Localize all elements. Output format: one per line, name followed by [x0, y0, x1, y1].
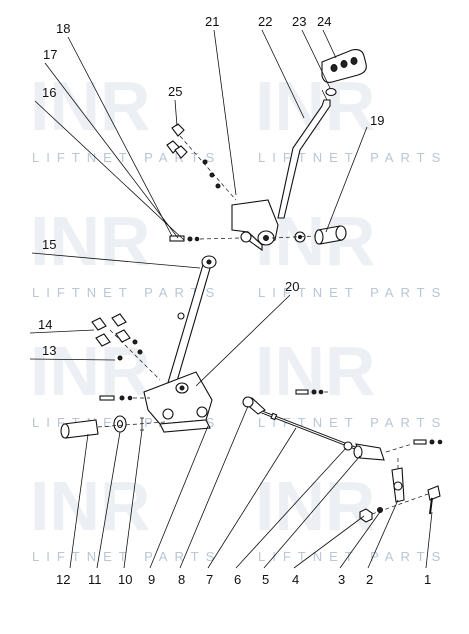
callout-8: 8 — [178, 572, 185, 587]
callout-20: 20 — [285, 279, 299, 294]
part-arm-2 — [391, 458, 405, 503]
watermark-caption: LIFTNET PARTS — [258, 415, 447, 430]
callout-7: 7 — [206, 572, 213, 587]
callout-12: 12 — [56, 572, 70, 587]
part-pin-right — [385, 439, 443, 453]
callout-2: 2 — [366, 572, 373, 587]
callout-6: 6 — [234, 572, 241, 587]
callout-1: 1 — [424, 572, 431, 587]
watermark-logo: INR INR INR INR INR INR INR INR — [30, 67, 376, 545]
svg-text:INR: INR — [30, 467, 151, 545]
callout-14: 14 — [38, 317, 52, 332]
svg-text:INR: INR — [255, 67, 376, 145]
part-bolt-set-14 — [91, 313, 161, 381]
part-lever-rod — [277, 89, 331, 219]
watermark-caption: LIFTNET PARTS — [258, 549, 447, 564]
part-lever-bracket — [231, 199, 279, 252]
svg-text:INR: INR — [30, 67, 151, 145]
part-handle-grip — [321, 49, 367, 83]
part-pin-12 — [60, 419, 99, 439]
svg-text:INR: INR — [30, 202, 151, 280]
callout-4: 4 — [292, 572, 299, 587]
svg-text:INR: INR — [255, 332, 376, 410]
callout-11: 11 — [88, 572, 102, 587]
callout-19: 19 — [370, 113, 384, 128]
part-nut-4 — [359, 508, 373, 523]
watermark-caption: LIFTNET PARTS — [258, 150, 447, 165]
callout-24: 24 — [317, 14, 331, 29]
watermark-caption: LIFTNET PARTS — [258, 285, 447, 300]
callout-21: 21 — [205, 14, 219, 29]
part-nut-23 — [325, 87, 337, 97]
callout-9: 9 — [148, 572, 155, 587]
callout-5: 5 — [262, 572, 269, 587]
callout-labels: 18 17 16 21 22 23 24 25 19 15 14 13 20 1… — [38, 14, 431, 587]
callout-22: 22 — [258, 14, 272, 29]
callout-17: 17 — [43, 47, 57, 62]
svg-text:INR: INR — [255, 467, 376, 545]
part-bushing-19 — [294, 225, 347, 245]
part-clevis-end — [343, 441, 385, 461]
callout-13: 13 — [42, 343, 56, 358]
part-washer-3 — [377, 507, 383, 513]
part-washer-11 — [113, 415, 127, 433]
callout-23: 23 — [292, 14, 306, 29]
part-clevis-pin-set — [169, 235, 241, 242]
part-bolt-set-25 — [166, 123, 237, 201]
part-bolt-1 — [427, 485, 441, 515]
callout-15: 15 — [42, 237, 56, 252]
watermark-layer: INR INR INR INR INR INR INR INR LIFTNET … — [30, 67, 447, 564]
part-base-bracket — [143, 371, 213, 433]
callout-16: 16 — [42, 85, 56, 100]
watermark-caption: LIFTNET PARTS — [32, 285, 221, 300]
part-pin-top-right — [295, 389, 330, 395]
callout-18: 18 — [56, 21, 70, 36]
callout-25: 25 — [168, 84, 182, 99]
watermark-caption: LIFTNET PARTS — [32, 549, 221, 564]
part-pin-left — [99, 395, 150, 401]
callout-10: 10 — [118, 572, 132, 587]
callout-3: 3 — [338, 572, 345, 587]
part-link-rod — [166, 255, 217, 389]
watermark-caption: LIFTNET PARTS — [32, 150, 221, 165]
leader-lines — [29, 29, 433, 569]
